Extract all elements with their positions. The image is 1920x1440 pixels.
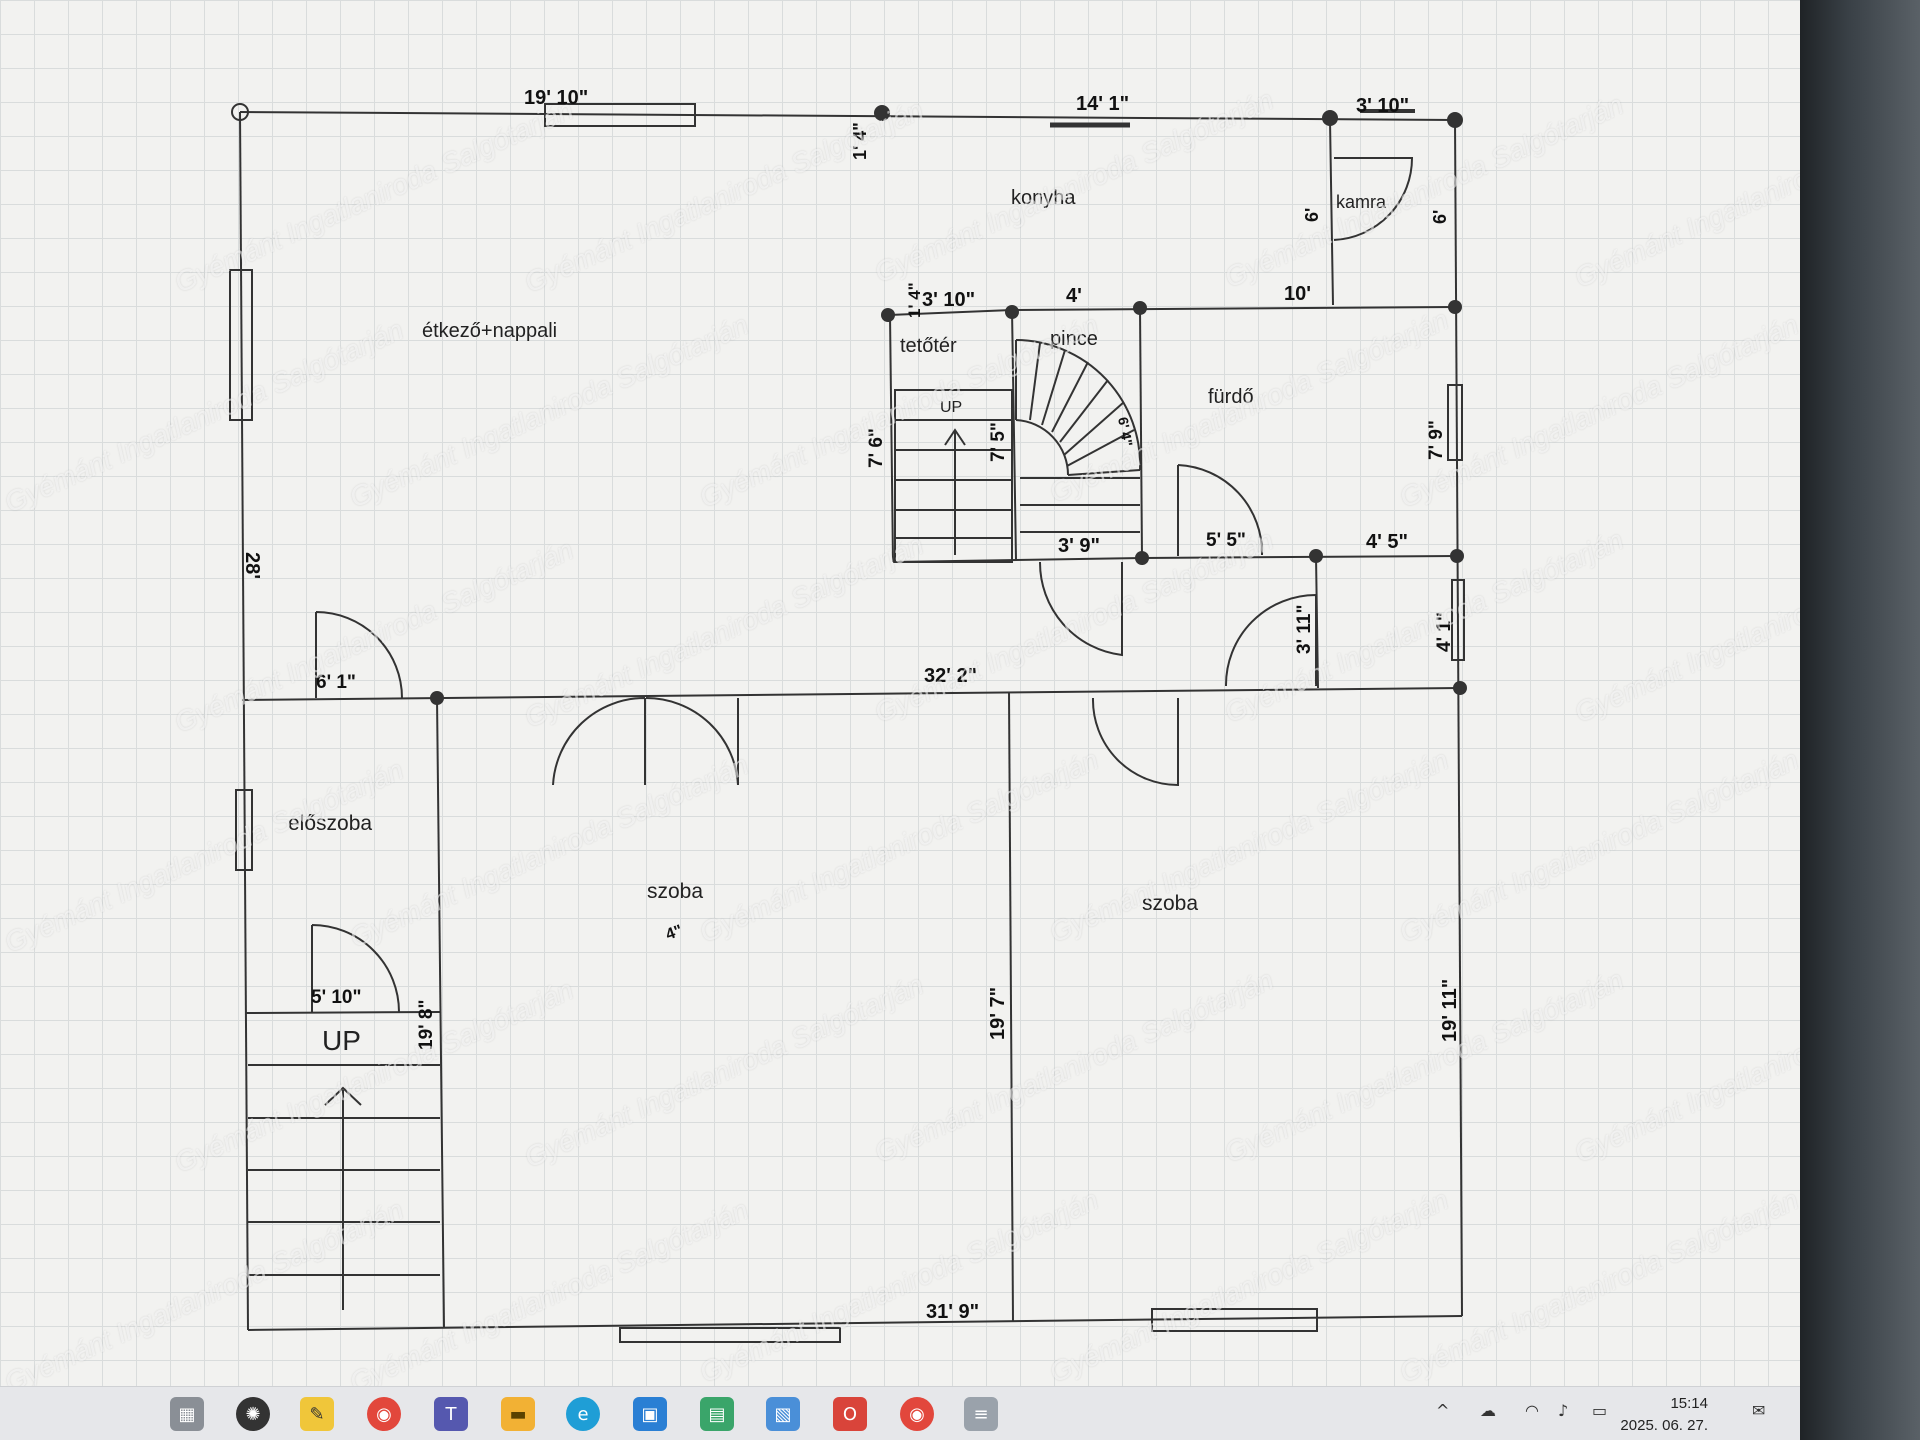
dim-attic-height: 7' 6": [866, 428, 887, 468]
wifi-icon[interactable]: ◠: [1525, 1401, 1539, 1420]
window-left-upper: [229, 269, 253, 421]
chrome-profile-icon[interactable]: ◉: [900, 1397, 934, 1431]
dim-bottom: 31' 9": [926, 1301, 979, 1323]
dim-stair-height: 7' 5": [988, 422, 1009, 462]
teams-icon[interactable]: T: [434, 1397, 468, 1431]
monitor-bezel: [1800, 0, 1920, 1440]
dim-room-mid: 19' 7": [987, 987, 1009, 1040]
dim-spiral: 6' 4": [1115, 416, 1136, 448]
widgets-icon[interactable]: ▦: [170, 1397, 204, 1431]
onedrive-icon[interactable]: ☁: [1480, 1401, 1496, 1420]
wall-hall-right: [436, 697, 445, 1329]
room-label-kitchen: konyha: [1011, 187, 1076, 209]
window-bottom-left: [619, 1327, 841, 1343]
room-label-room-right: szoba: [1142, 892, 1198, 915]
volume-icon[interactable]: ♪: [1558, 1401, 1569, 1420]
dim-attic-width: 3' 10": [922, 289, 975, 311]
dim-left-wall: 28': [241, 552, 263, 579]
dim-cellar-width: 4': [1066, 285, 1082, 307]
wall-rooms-divider: [1008, 691, 1014, 1323]
chatgpt-icon[interactable]: ✺: [236, 1397, 270, 1431]
door-pantry: [1333, 157, 1414, 241]
dim-cellar-bottom: 3' 9": [1058, 535, 1100, 557]
room-label-room-left: szoba: [647, 880, 703, 903]
door-room-left-b: [645, 696, 739, 786]
stairs-label-lower: UP: [322, 1025, 361, 1056]
wall-bath-bottom: [1141, 555, 1458, 559]
wall-attic-top: [887, 309, 1013, 316]
tray-chevron-icon[interactable]: ^: [1436, 1401, 1450, 1420]
door-room-left-a: [552, 696, 646, 786]
dim-entry-door: 6' 1": [316, 672, 356, 693]
dim-hall-bottom: 5' 10": [311, 987, 362, 1008]
notepad-icon[interactable]: ≡: [964, 1397, 998, 1431]
photos-icon[interactable]: ▧: [766, 1397, 800, 1431]
dim-right-small: 4' 1": [1434, 612, 1455, 652]
dim-top-right: 3' 10": [1356, 95, 1409, 117]
dim-room-right: 19' 11": [1439, 979, 1461, 1042]
dim-bath-side: 7' 9": [1426, 420, 1447, 460]
file-explorer-icon[interactable]: ▬: [501, 1397, 535, 1431]
dim-bath-bottom: 4' 5": [1366, 531, 1408, 553]
room-label-hall: előszoba: [288, 812, 372, 835]
dim-pantry-right: 6': [1430, 210, 1450, 224]
dim-hall-side: 19' 8": [416, 999, 437, 1050]
door-hall: [311, 924, 400, 1013]
wall-right: [1454, 119, 1463, 1317]
window-hall: [235, 789, 253, 871]
room-label-bathroom: fürdő: [1208, 386, 1254, 408]
wall-stairs-mid: [1011, 309, 1017, 561]
stairs-label-upper: UP: [940, 399, 962, 416]
wall-kitchen-bottom: [1011, 306, 1456, 311]
dim-corridor: 32' 2": [924, 665, 977, 687]
wall-pantry: [1329, 119, 1334, 306]
wall-top: [239, 111, 1456, 121]
dim-small-hall: 3' 11": [1294, 605, 1315, 654]
door-stairs: [1038, 561, 1123, 657]
window-bottom-right: [1151, 1308, 1318, 1332]
dim-stair-step: 1' 4": [905, 282, 924, 318]
door-small-hall: [1224, 593, 1317, 687]
wall-bottom: [247, 1315, 1463, 1331]
dim-pantry-left: 6': [1302, 208, 1322, 222]
room-label-pantry: kamra: [1336, 192, 1387, 212]
chrome-icon[interactable]: ◉: [367, 1397, 401, 1431]
room-label-dining-living: étkező+nappali: [422, 320, 557, 342]
edge-icon[interactable]: e: [566, 1397, 600, 1431]
wall-cellar-right: [1139, 307, 1143, 559]
wall-hall-bottom: [245, 1011, 441, 1014]
notification-icon[interactable]: ✉: [1752, 1401, 1766, 1420]
floor-plan: étkező+nappali konyha kamra tetőtér pinc…: [229, 87, 1467, 1343]
room-label-cellar: pince: [1050, 328, 1098, 350]
clock-time: 15:14: [1670, 1395, 1708, 1412]
dim-top-mid: 14' 1": [1076, 93, 1129, 115]
wall-corridor: [241, 687, 1461, 701]
stairs-attic: [894, 389, 1013, 563]
room-label-attic: tetőtér: [900, 335, 957, 357]
dim-bath-top: 10': [1284, 283, 1311, 305]
stairs-cellar: [1015, 339, 1142, 471]
dim-top-left: 19' 10": [524, 87, 588, 109]
dim-kitchen-step: 1' 4": [850, 122, 870, 160]
office-icon[interactable]: O: [833, 1397, 867, 1431]
window-small-hall: [1451, 579, 1465, 661]
taskbar: ▦ ✺ ✎ ◉ T ▬ e ▣ ▤ ▧ O ◉ ≡ ^ ☁ ◠ ♪ ▭ 15:1…: [0, 1386, 1800, 1440]
door-entry: [315, 611, 403, 699]
door-bath: [1177, 464, 1264, 556]
battery-icon[interactable]: ▭: [1592, 1401, 1608, 1420]
store-icon[interactable]: ▣: [633, 1397, 667, 1431]
system-clock[interactable]: 15:14 2025. 06. 27.: [1620, 1393, 1708, 1437]
door-room-right: [1091, 697, 1179, 787]
gallery-icon[interactable]: ▤: [700, 1397, 734, 1431]
wall-attic-left: [889, 314, 894, 563]
clock-date: 2025. 06. 27.: [1620, 1417, 1708, 1434]
dim-bath-door: 5' 5": [1206, 530, 1246, 551]
notes-icon[interactable]: ✎: [300, 1397, 334, 1431]
window-bath: [1447, 384, 1463, 461]
wall-left: [239, 111, 249, 1331]
monitor-screen: étkező+nappali konyha kamra tetőtér pinc…: [0, 0, 1800, 1440]
dim-room-note: 4": [664, 922, 685, 944]
window-top-left: [544, 103, 696, 127]
